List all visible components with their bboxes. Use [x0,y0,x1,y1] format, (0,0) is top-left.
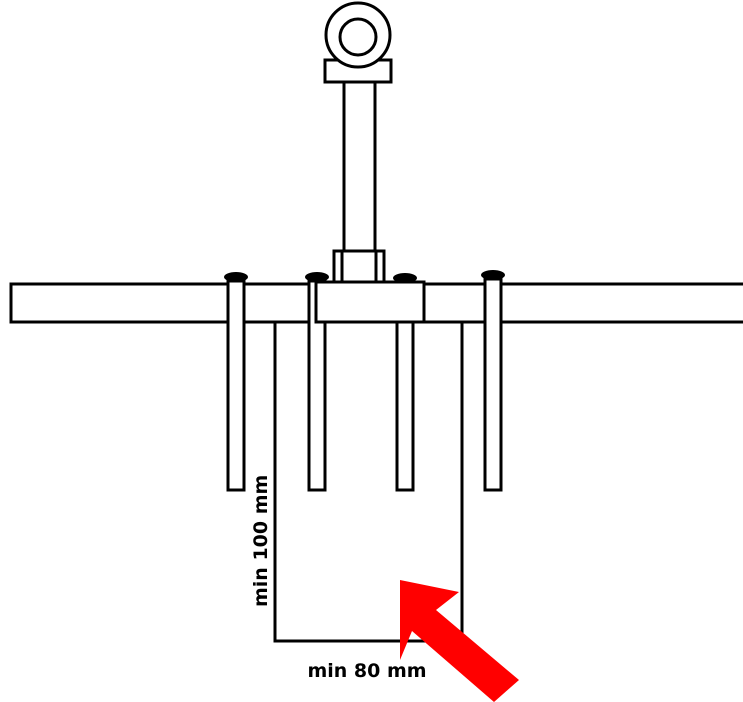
eye-bolt [314,1,426,324]
screw-2 [305,272,329,492]
eye-bolt-shaft [342,80,377,253]
screw-1 [224,272,248,492]
red-arrow-icon [400,580,519,702]
width-dimension-label: min 80 mm [307,660,426,682]
screw-head [481,270,505,280]
eye-bolt-base-plate [314,280,426,324]
eye-ring-icon [324,1,392,69]
dimension-block [273,322,464,643]
screw-4 [481,270,505,492]
screw-3 [393,273,417,492]
height-dimension-label: min 100 mm [250,475,272,607]
screws [224,270,505,492]
screw-head [224,272,248,282]
screw-head [305,272,329,282]
